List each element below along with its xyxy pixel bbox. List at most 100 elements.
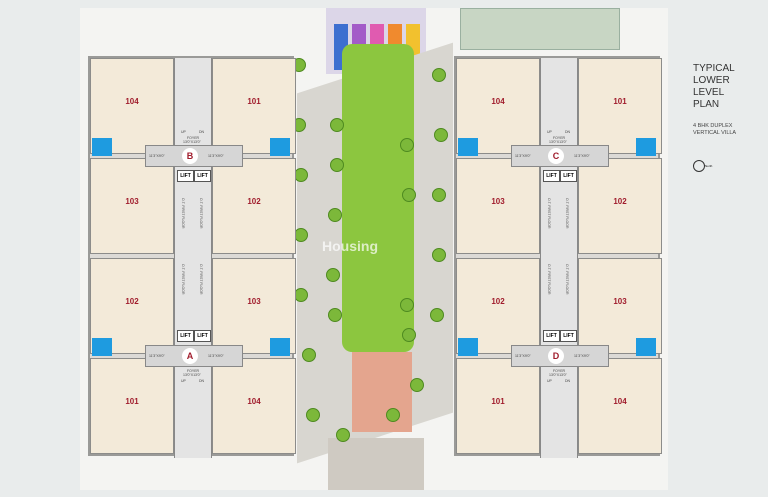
unit-number: 102: [491, 296, 505, 306]
unit-101: 101: [90, 358, 174, 454]
pool: [458, 138, 478, 156]
ot-label: O.T. FIRST FLOOR: [547, 198, 551, 229]
tree-icon: [294, 288, 308, 302]
unit-number: 104: [247, 396, 261, 406]
ot-label: O.T. FIRST FLOOR: [199, 198, 203, 229]
ot-label: O.T. FIRST FLOOR: [565, 198, 569, 229]
north-label: North: [705, 164, 713, 168]
foyer: D 11'3"X9'0" 11'3"X9'0": [511, 345, 609, 367]
pool: [458, 338, 478, 356]
unit-number: 101: [247, 96, 261, 106]
plan-subtitle: 4 BHK DUPLEX VERTICAL VILLA: [693, 123, 736, 137]
title-line: LEVEL: [693, 87, 725, 98]
unit-number: 103: [247, 296, 261, 306]
tree-icon: [432, 248, 446, 262]
tree-icon: [330, 158, 344, 172]
lobby-dims: 11'3"X9'0": [208, 354, 224, 358]
tree-icon: [336, 428, 350, 442]
unit-number: 104: [613, 396, 627, 406]
unit-number: 103: [613, 296, 627, 306]
unit-number: 102: [247, 196, 261, 206]
dn-label: DN: [565, 130, 571, 134]
plan-title: TYPICAL LOWER LEVEL PLAN: [693, 63, 735, 111]
lift: LIFT: [543, 330, 560, 342]
unit-102: 102: [212, 158, 296, 254]
dn-label: DN: [199, 379, 205, 383]
unit-number: 101: [613, 96, 627, 106]
lift: LIFT: [177, 170, 194, 182]
tree-icon: [328, 208, 342, 222]
lobby-dims: 11'3"X9'0": [149, 154, 165, 158]
lift: LIFT: [560, 170, 577, 182]
up-label: UP: [181, 130, 186, 134]
lift: LIFT: [194, 170, 211, 182]
foyer-label: FOYER: [187, 136, 200, 140]
unit-number: 104: [491, 96, 505, 106]
tree-icon: [400, 298, 414, 312]
pool: [92, 338, 112, 356]
tree-icon: [430, 308, 444, 322]
unit-number: 101: [125, 396, 139, 406]
dn-label: DN: [199, 130, 205, 134]
lift: LIFT: [177, 330, 194, 342]
unit-number: 101: [491, 396, 505, 406]
lobby-dims: 11'3"X9'0": [515, 354, 531, 358]
unit-104: 104: [578, 358, 662, 454]
tree-icon: [302, 348, 316, 362]
tennis-court: [460, 8, 620, 50]
tree-icon: [400, 138, 414, 152]
block-label-C: C: [548, 148, 564, 164]
pool: [92, 138, 112, 156]
tree-icon: [294, 228, 308, 242]
ot-label: O.T. FIRST FLOOR: [181, 264, 185, 295]
unit-103: 103: [90, 158, 174, 254]
watermark: Housing: [322, 238, 378, 254]
foyer-dims: 13'0"X13'0": [183, 140, 201, 144]
title-line: TYPICAL: [693, 63, 735, 74]
foyer-dims: 13'0"X13'0": [549, 140, 567, 144]
unit-103: 103: [456, 158, 540, 254]
tree-icon: [330, 118, 344, 132]
tree-icon: [402, 328, 416, 342]
block-label-D: D: [548, 348, 564, 364]
pool: [636, 138, 656, 156]
lobby-dims: 11'3"X9'0": [149, 354, 165, 358]
unit-101: 101: [456, 358, 540, 454]
tree-icon: [326, 268, 340, 282]
foyer-label: FOYER: [187, 369, 200, 373]
pool: [270, 138, 290, 156]
foyer: B 11'3"X9'0" 11'3"X9'0": [145, 145, 243, 167]
foyer-label: FOYER: [553, 369, 566, 373]
tree-icon: [306, 408, 320, 422]
ot-label: O.T. FIRST FLOOR: [565, 264, 569, 295]
foyer-dims: 13'0"X13'0": [549, 373, 567, 377]
foyer-dims: 13'0"X13'0": [183, 373, 201, 377]
title-line: LOWER: [693, 75, 730, 86]
lift: LIFT: [560, 330, 577, 342]
up-label: UP: [547, 379, 552, 383]
up-label: UP: [547, 130, 552, 134]
lobby-dims: 11'3"X9'0": [208, 154, 224, 158]
unit-number: 103: [125, 196, 139, 206]
subtitle-line: VERTICAL VILLA: [693, 130, 737, 136]
unit-number: 104: [125, 96, 139, 106]
subtitle-line: 4 BHK DUPLEX: [693, 123, 733, 129]
north-arrow-icon: North: [693, 160, 712, 172]
unit-number: 103: [491, 196, 505, 206]
entrance-driveway: [328, 438, 424, 490]
tree-icon: [328, 308, 342, 322]
lobby-dims: 11'3"X9'0": [574, 154, 590, 158]
block-label-B: B: [182, 148, 198, 164]
ot-label: O.T. FIRST FLOOR: [181, 198, 185, 229]
title-line: PLAN: [693, 99, 720, 110]
lobby-dims: 11'3"X9'0": [574, 354, 590, 358]
